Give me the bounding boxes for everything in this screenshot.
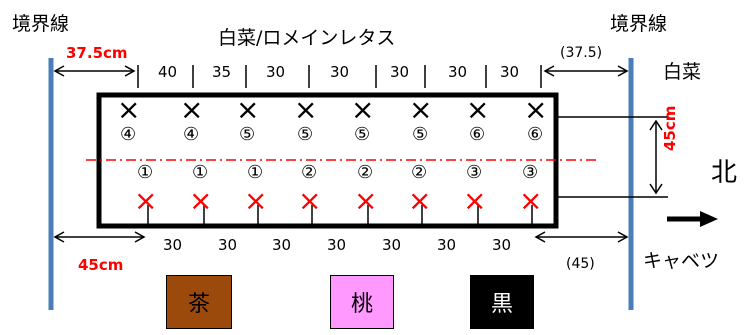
plant-number: ⑥ <box>469 124 486 145</box>
plant-marker: × <box>117 93 141 126</box>
row-spacing-arrow <box>649 119 663 195</box>
right-top-crop-label: 白菜 <box>663 61 702 83</box>
north-arrow <box>667 211 718 227</box>
north-label: 北 <box>711 158 738 188</box>
top-ticks <box>137 65 542 88</box>
bottom-spacing-label: 30 <box>382 236 402 254</box>
plant-marker: × <box>189 184 213 217</box>
top-spacing-label: 30 <box>500 63 520 81</box>
plant-number: ④ <box>183 124 200 145</box>
top-spacing-label: 35 <box>212 63 232 81</box>
top-left-offset-arrow <box>53 65 136 77</box>
plant-marker: × <box>409 93 433 126</box>
top-right-offset-arrow <box>543 65 629 77</box>
plant-number: ⑥ <box>527 124 544 145</box>
plant-number: ⑤ <box>297 124 314 145</box>
plant-marker: × <box>294 93 318 126</box>
plant-number: ④ <box>120 124 137 145</box>
row-spacing-label: 45cm <box>661 105 679 151</box>
bottom-spacing-label: 30 <box>163 236 183 254</box>
top-spacing-label: 30 <box>448 63 468 81</box>
right-top-offset-label: (37.5) <box>560 45 603 61</box>
top-spacing-label: 30 <box>266 63 286 81</box>
plant-marker: × <box>354 184 378 217</box>
plant-marker: × <box>236 93 260 126</box>
left-top-offset-label: 37.5cm <box>66 44 128 62</box>
bottom-spacing-label: 30 <box>492 236 512 254</box>
plant-marker: × <box>524 93 548 126</box>
top-spacing-label: 30 <box>390 63 410 81</box>
plant-number: ② <box>411 162 428 183</box>
plant-marker: × <box>351 93 375 126</box>
legend-brown: 茶 <box>166 275 232 329</box>
left-bottom-offset-label: 45cm <box>78 256 124 274</box>
plant-marker: × <box>134 184 158 217</box>
diagram-title: 白菜/ロメインレタス <box>218 27 396 49</box>
right-bottom-crop-label: キャベツ <box>643 250 720 272</box>
legend-black: 黒 <box>470 275 534 329</box>
legend-black-label: 黒 <box>490 292 513 317</box>
plant-marker: × <box>180 93 204 126</box>
plant-marker: × <box>463 184 487 217</box>
bottom-spacing-label: 30 <box>437 236 457 254</box>
plant-marker: × <box>244 184 268 217</box>
bottom-left-offset-arrow <box>53 231 146 243</box>
left-boundary-label: 境界線 <box>12 13 70 35</box>
plant-number: ① <box>192 162 209 183</box>
plant-number: ⑤ <box>412 124 429 145</box>
plant-number: ① <box>137 162 154 183</box>
plant-number: ③ <box>466 162 483 183</box>
plant-number: ① <box>247 162 264 183</box>
plant-number: ② <box>301 162 318 183</box>
legend-pink: 桃 <box>330 275 394 329</box>
plant-number: ② <box>357 162 374 183</box>
bottom-spacing-label: 30 <box>272 236 292 254</box>
plant-number: ⑤ <box>354 124 371 145</box>
top-spacing-label: 40 <box>158 63 178 81</box>
right-bottom-offset-label: (45) <box>566 256 595 272</box>
bottom-ticks <box>147 205 533 228</box>
plant-number: ⑤ <box>239 124 256 145</box>
plant-marker: × <box>298 184 322 217</box>
plant-marker: × <box>466 93 490 126</box>
plant-marker: × <box>408 184 432 217</box>
right-boundary-label: 境界線 <box>610 13 668 35</box>
legend-pink-label: 桃 <box>350 292 373 317</box>
bottom-spacing-label: 30 <box>218 236 238 254</box>
plant-number: ③ <box>522 162 539 183</box>
top-spacing-label: 30 <box>330 63 350 81</box>
legend-brown-label: 茶 <box>187 292 210 317</box>
plant-marker: × <box>519 184 543 217</box>
bottom-spacing-label: 30 <box>327 236 347 254</box>
bottom-right-offset-arrow <box>534 231 629 243</box>
